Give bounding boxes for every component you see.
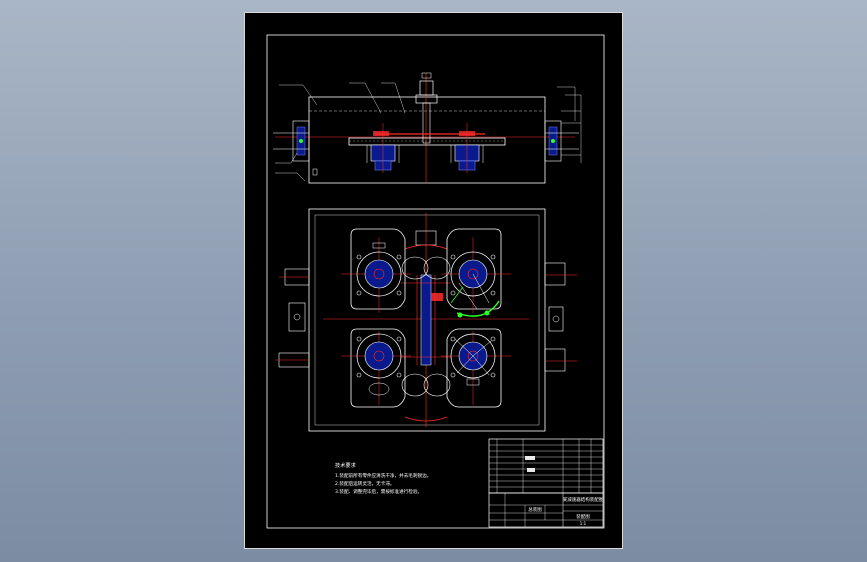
bom-table xyxy=(488,438,604,494)
unit-bottom-left xyxy=(341,328,411,408)
drawing-name: 装配图 xyxy=(576,513,590,520)
notes-title: 技术要求 xyxy=(335,461,357,469)
notes-line-1: 1.装配前所有零件应清洗干净，并去毛刺锐边。 xyxy=(335,472,431,479)
title-block: 某减速器结构装配图 装配图 总装图 1:1 xyxy=(488,492,604,528)
unit-top-left xyxy=(341,228,411,313)
scale-label: 1:1 xyxy=(580,521,587,526)
drawing-sheet: 某减速器结构装配图 装配图 总装图 1:1 技术要求 1.装配前所有零件应清洗干… xyxy=(244,12,623,549)
part-label: 总装图 xyxy=(528,506,542,513)
design-name: 某减速器结构装配图 xyxy=(563,496,604,503)
cad-drawing: 某减速器结构装配图 装配图 总装图 1:1 技术要求 1.装配前所有零件应清洗干… xyxy=(266,34,605,529)
notes-line-2: 2.装配后运转灵活，无卡滞。 xyxy=(335,480,395,487)
top-plan-view xyxy=(275,208,577,432)
technical-notes: 技术要求 1.装配前所有零件应清洗干净，并去毛刺锐边。 2.装配后运转灵活，无卡… xyxy=(335,461,431,495)
unit-top-right xyxy=(441,228,511,313)
unit-bottom-right xyxy=(441,328,511,408)
front-section-view xyxy=(273,72,582,184)
notes-line-3: 3.装配、调整完毕后，需按标准进行检验。 xyxy=(335,488,422,495)
inner-frame xyxy=(266,34,605,529)
